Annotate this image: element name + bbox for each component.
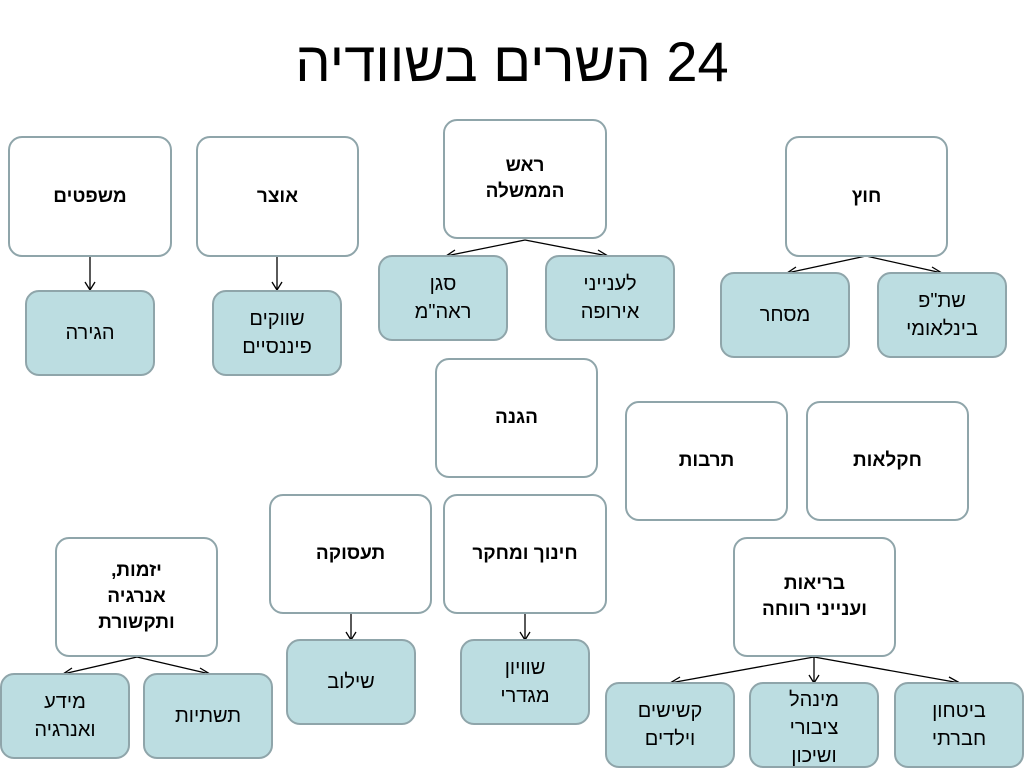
node-culture: תרבות	[625, 401, 788, 521]
node-agriculture: חקלאות	[806, 401, 969, 521]
node-deputy-pm: סגן ראה"מ	[378, 255, 508, 341]
node-employment: תעסוקה	[269, 494, 432, 614]
node-finance: אוצר	[196, 136, 359, 257]
node-prime-minister: ראש הממשלה	[443, 119, 607, 239]
page-title: 24 השרים בשוודיה	[295, 30, 729, 93]
node-infrastructure: תשתיות	[143, 673, 273, 759]
node-international-cooperation: שת"פ בינלאומי	[877, 272, 1007, 358]
node-social-security: ביטחון חברתי	[894, 682, 1024, 768]
node-foreign-affairs: חוץ	[785, 136, 948, 257]
node-financial-markets: שווקים פיננסיים	[212, 290, 342, 376]
node-defense: הגנה	[435, 358, 598, 478]
node-migration: הגירה	[25, 290, 155, 376]
node-justice: משפטים	[8, 136, 172, 257]
node-education-research: חינוך ומחקר	[443, 494, 607, 614]
node-health-social-affairs: בריאות וענייני רווחה	[733, 537, 896, 657]
node-it-energy: מידע ואנרגיה	[0, 673, 130, 759]
node-enterprise-energy-communication: יזמות, אנרגיה ותקשורת	[55, 537, 218, 657]
node-elderly-children: קשישים וילדים	[605, 682, 735, 768]
node-gender-equality: שוויון מגדרי	[460, 639, 590, 725]
node-trade: מסחר	[720, 272, 850, 358]
node-public-admin-housing: מינהל ציבורי ושיכון	[749, 682, 879, 768]
node-eu-affairs: לענייני אירופה	[545, 255, 675, 341]
node-integration: שילוב	[286, 639, 416, 725]
